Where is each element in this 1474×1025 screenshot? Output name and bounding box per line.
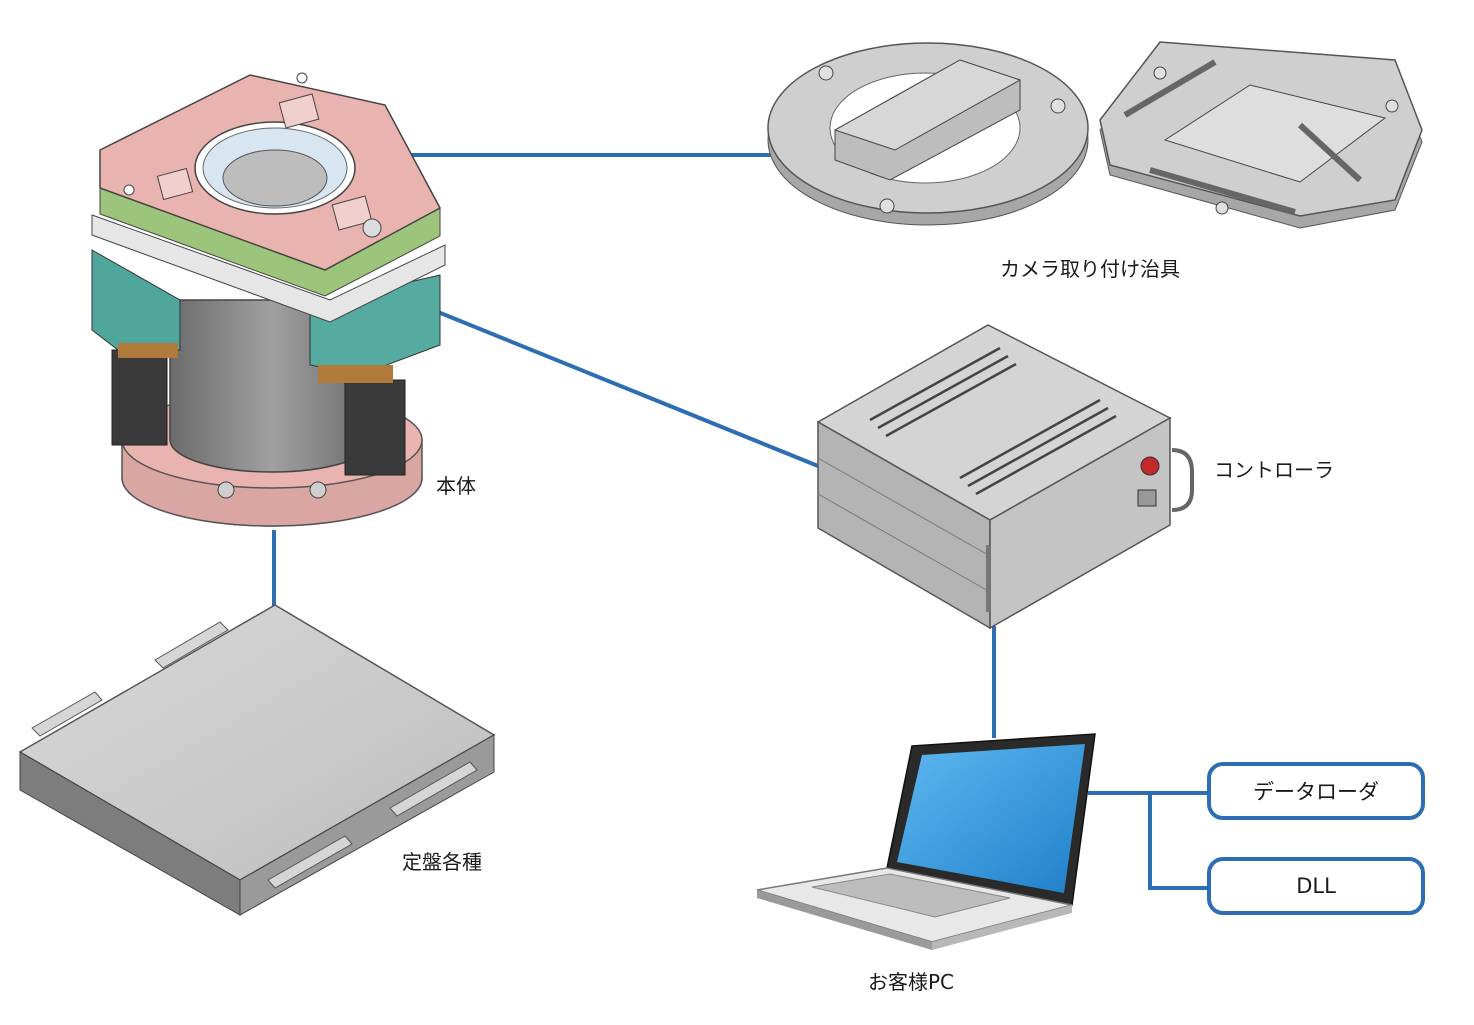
data-loader-box: データローダ: [1207, 762, 1425, 820]
main-body-label: 本体: [436, 474, 476, 498]
surface-plates-label: 定盤各種: [402, 850, 482, 874]
controller-label: コントローラ: [1214, 458, 1334, 482]
data-loader-label: データローダ: [1253, 780, 1379, 804]
laptop-illustration: [756, 733, 1096, 950]
surface-plate-illustration: [18, 604, 496, 916]
dll-label: DLL: [1296, 874, 1336, 898]
camera-jig-illustration: [767, 41, 1423, 229]
dll-box: DLL: [1207, 857, 1425, 915]
connector-lines: [272, 153, 1207, 890]
customer-pc-label: お客様PC: [868, 970, 955, 994]
line-branch-to-dll: [1148, 793, 1207, 890]
camera-jig-label: カメラ取り付け治具: [1000, 257, 1180, 281]
line-body-to-controller: [437, 310, 819, 468]
controller-illustration: [816, 324, 1194, 630]
main-body-illustration: [91, 72, 446, 527]
